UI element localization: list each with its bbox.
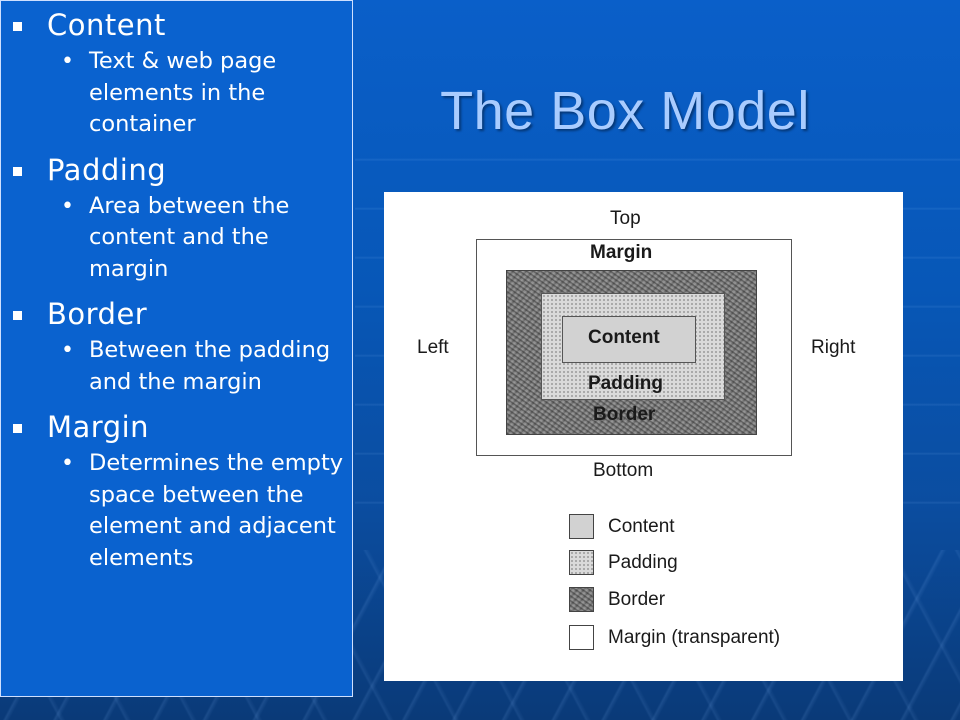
- content-swatch: [569, 514, 594, 539]
- dot-bullet-icon: •: [61, 451, 74, 476]
- bullet-heading: Content: [1, 7, 352, 43]
- margin-label: Margin: [590, 242, 653, 263]
- border-swatch: [569, 587, 594, 612]
- content-label: Content: [588, 327, 660, 348]
- square-bullet-icon: [13, 22, 22, 31]
- left-label: Left: [417, 337, 449, 358]
- bullet-section-content: Content • Text & web page elements in th…: [1, 7, 352, 141]
- legend-item: Border: [608, 589, 666, 610]
- margin-swatch: [569, 625, 594, 650]
- dot-bullet-icon: •: [61, 338, 74, 363]
- bullet-detail: • Between the padding and the margin: [61, 337, 331, 395]
- legend-item: Margin (transparent): [608, 627, 781, 648]
- bullet-panel: Content • Text & web page elements in th…: [0, 0, 353, 697]
- bullet-detail: • Area between the content and the margi…: [61, 192, 290, 282]
- top-label: Top: [610, 208, 641, 229]
- bullet-heading: Padding: [1, 152, 352, 188]
- bullet-section-padding: Padding • Area between the content and t…: [1, 152, 352, 286]
- padding-label: Padding: [588, 373, 663, 394]
- border-label: Border: [593, 404, 656, 425]
- square-bullet-icon: [13, 424, 22, 433]
- square-bullet-icon: [13, 166, 22, 176]
- box-model-diagram: Top Left Right Bottom Margin Content Pad…: [384, 192, 903, 681]
- dot-bullet-icon: •: [61, 49, 74, 74]
- legend-item: Content: [608, 516, 675, 537]
- content-box: [562, 316, 696, 363]
- dot-bullet-icon: •: [61, 193, 74, 219]
- bottom-label: Bottom: [593, 460, 654, 481]
- bullet-heading: Border: [1, 296, 352, 332]
- bullet-detail: • Determines the empty space between the…: [61, 450, 344, 571]
- right-label: Right: [811, 337, 856, 358]
- bullet-detail: • Text & web page elements in the contai…: [61, 48, 277, 137]
- bullet-heading: Margin: [1, 409, 352, 445]
- bullet-section-margin: Margin • Determines the empty space betw…: [1, 409, 352, 574]
- legend-item: Padding: [608, 552, 678, 573]
- square-bullet-icon: [13, 311, 22, 320]
- slide-title: The Box Model: [440, 81, 810, 141]
- bullet-section-border: Border • Between the padding and the mar…: [1, 296, 352, 398]
- padding-swatch: [569, 550, 594, 575]
